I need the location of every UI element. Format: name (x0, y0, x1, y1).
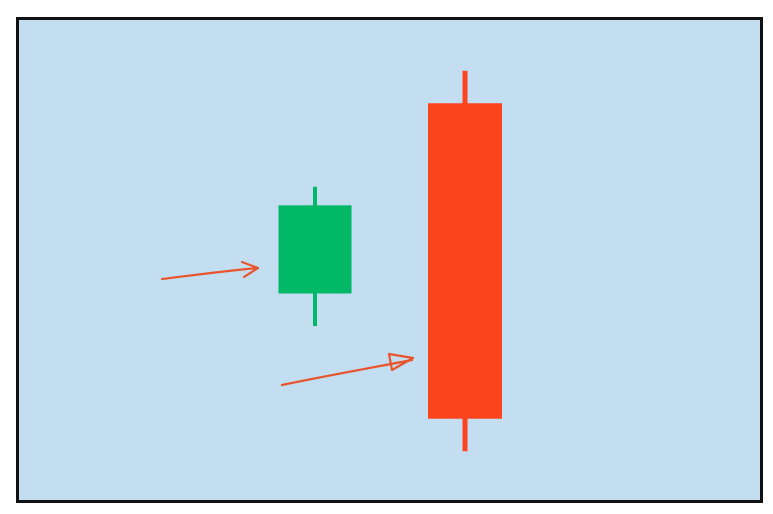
annotation-arrow (160, 260, 260, 281)
candle-body (428, 103, 502, 419)
arrow-head (240, 260, 260, 279)
candle-bearish (428, 70, 502, 452)
arrow-shaft (160, 266, 260, 281)
candle-bullish (278, 186, 352, 326)
chart-frame (16, 17, 763, 503)
candles-layer (278, 70, 502, 452)
arrows-layer (160, 260, 415, 387)
arrow-shaft (280, 358, 414, 387)
arrow-head (387, 352, 415, 372)
candle-body (278, 205, 352, 294)
annotation-arrow (280, 352, 415, 387)
